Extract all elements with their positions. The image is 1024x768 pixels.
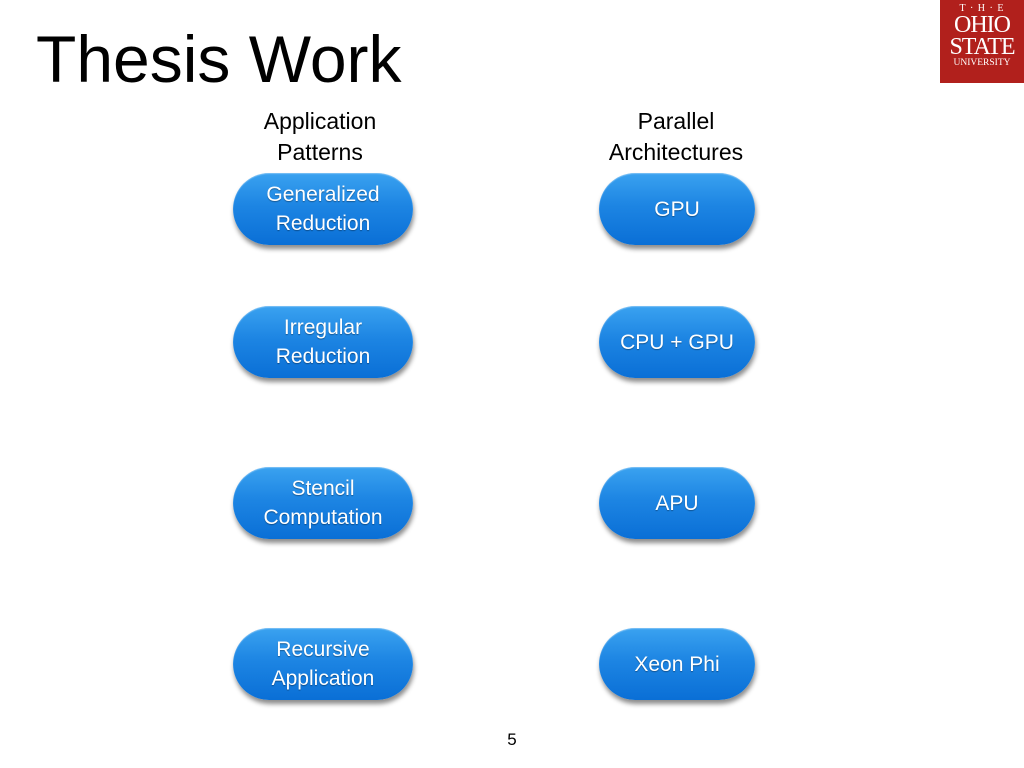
header-line: Architectures <box>608 139 744 165</box>
arch-gpu: GPU <box>599 173 755 245</box>
pill-line: Reduction <box>275 345 371 368</box>
pill-line: Irregular <box>283 316 363 339</box>
logo-line-university: UNIVERSITY <box>953 58 1011 68</box>
arch-apu: APU <box>599 467 755 539</box>
pill-line: Application <box>271 667 375 690</box>
pill-line: Recursive <box>276 638 370 661</box>
logo-line-ohio: OHIO <box>954 12 1011 38</box>
pill-label: CPU + GPU <box>620 330 734 354</box>
pattern-generalized-reduction: Generalized Reduction <box>233 173 413 245</box>
header-line: Parallel <box>637 108 715 134</box>
page-number: 5 <box>507 730 517 749</box>
pill-label: Xeon Phi <box>634 652 720 676</box>
pill-line: Computation <box>263 506 383 529</box>
university-logo: T · H · E OHIO STATE UNIVERSITY <box>940 0 1024 83</box>
parallel-architectures-header: Parallel Architectures <box>576 106 776 168</box>
pill-label: APU <box>655 491 699 515</box>
arch-cpu-gpu: CPU + GPU <box>599 306 755 378</box>
pattern-stencil-computation: Stencil Computation <box>233 467 413 539</box>
pattern-recursive-application: Recursive Application <box>233 628 413 700</box>
pill-line: Stencil <box>291 477 355 500</box>
application-patterns-header: Application Patterns <box>220 106 420 168</box>
header-line: Patterns <box>277 139 363 165</box>
slide-title: Thesis Work <box>36 22 402 96</box>
header-line: Application <box>263 108 377 134</box>
pill-line: Generalized <box>266 183 380 206</box>
logo-line-the: T · H · E <box>959 3 1005 14</box>
pattern-irregular-reduction: Irregular Reduction <box>233 306 413 378</box>
pill-label: GPU <box>654 197 700 221</box>
arch-xeon-phi: Xeon Phi <box>599 628 755 700</box>
pill-line: Reduction <box>275 212 371 235</box>
logo-line-state: STATE <box>949 34 1015 60</box>
